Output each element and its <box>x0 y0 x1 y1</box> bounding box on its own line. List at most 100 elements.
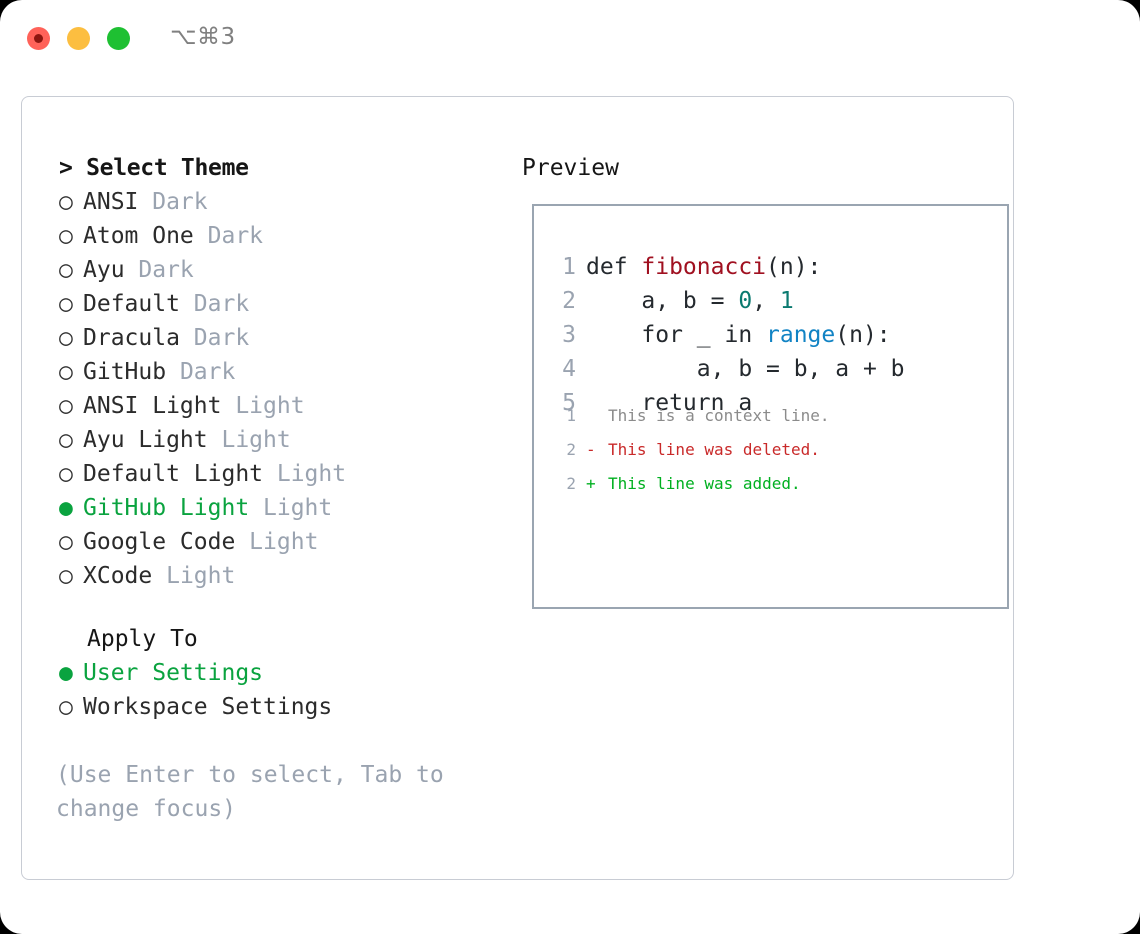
apply-to-option-label: Workspace Settings <box>83 694 333 720</box>
theme-option-default[interactable]: ○ Default Dark <box>59 287 489 321</box>
theme-option-ansi[interactable]: ○ ANSI Dark <box>59 185 489 219</box>
theme-variant-label: Dark <box>124 257 194 283</box>
theme-option-ansi-light[interactable]: ○ ANSI Light Light <box>59 389 489 423</box>
line-number: 2 <box>566 440 576 459</box>
theme-variant-label: Light <box>152 563 236 589</box>
close-button[interactable] <box>27 27 50 50</box>
theme-name: XCode <box>83 563 153 589</box>
code-token: a, b = <box>586 288 739 314</box>
code-token: (n): <box>766 254 822 280</box>
theme-variant-label: Light <box>207 427 291 453</box>
line-number: 2 <box>566 474 576 493</box>
line-number: 5 <box>562 390 576 416</box>
theme-option-default-light[interactable]: ○ Default Light Light <box>59 457 489 491</box>
theme-option-github[interactable]: ○ GitHub Dark <box>59 355 489 389</box>
theme-option-atom-one[interactable]: ○Atom One Dark <box>59 219 489 253</box>
maximize-button[interactable] <box>107 27 130 50</box>
keyboard-hint: (Use Enter to select, Tab to change focu… <box>56 762 444 822</box>
code-token: 0 <box>738 288 753 314</box>
line-number: 1 <box>562 254 576 280</box>
line-number: 4 <box>562 356 576 382</box>
code-token: fibonacci <box>641 254 767 280</box>
diff-line-ctx: 1 This is a context line. <box>552 406 830 440</box>
theme-option-github-light[interactable]: ● GitHub Light Light <box>59 491 489 525</box>
diff-marker: - <box>586 440 596 459</box>
theme-name: ANSI Light <box>83 393 222 419</box>
code-token: (n): <box>835 322 891 348</box>
diff-marker <box>586 406 608 425</box>
code-token: def <box>586 254 642 280</box>
theme-variant-label: Dark <box>138 189 208 215</box>
theme-option-dracula[interactable]: ○Dracula Dark <box>59 321 489 355</box>
keyboard-shortcut-label: ⌥⌘3 <box>170 24 236 50</box>
code-line: 3 for _ in range(n): <box>552 318 905 352</box>
theme-variant-label: Light <box>249 495 333 521</box>
apply-to-group: Apply To ● User Settings ○Workspace Settin… <box>59 622 489 724</box>
theme-list[interactable]: ○ANSI Dark○Atom One Dark○Ayu Dark○Defaul… <box>59 185 489 593</box>
theme-name: Dracula <box>83 325 180 351</box>
diff-text: This line was deleted. <box>608 440 820 459</box>
code-token: 1 <box>779 288 794 314</box>
theme-name: ANSI <box>83 189 139 215</box>
diff-marker: + <box>586 474 596 493</box>
minimize-button[interactable] <box>67 27 90 50</box>
radio-unselected-icon: ○ <box>59 257 73 283</box>
line-number: 1 <box>566 406 576 425</box>
radio-unselected-icon: ○ <box>59 529 73 555</box>
theme-variant-label: Dark <box>179 325 250 351</box>
theme-variant-label: Light <box>263 461 347 487</box>
apply-to-option-user-settings[interactable]: ● User Settings <box>59 656 489 690</box>
theme-name: Default <box>83 291 180 317</box>
code-token: for _ in <box>586 322 767 348</box>
code-token: return a <box>586 390 753 416</box>
radio-selected-icon: ● <box>59 495 73 521</box>
radio-unselected-icon: ○ <box>59 189 73 215</box>
apply-to-options[interactable]: ● User Settings ○Workspace Settings <box>59 656 489 724</box>
diff-text: This is a context line. <box>608 406 830 425</box>
diff-line-del: 2-This line was deleted. <box>552 440 830 474</box>
code-line: 4 a, b = b, a + b <box>552 352 905 386</box>
preview-heading: Preview <box>522 155 619 181</box>
main-card: > Select Theme ○ANSI Dark○Atom One Dark○… <box>21 96 1014 880</box>
theme-name: Google Code <box>83 529 236 555</box>
theme-variant-label: Dark <box>193 223 264 249</box>
radio-unselected-icon: ○ <box>59 223 73 249</box>
select-theme-heading: > Select Theme <box>59 155 249 181</box>
radio-unselected-icon: ○ <box>59 291 73 317</box>
theme-option-ayu-light[interactable]: ○ Ayu Light Light <box>59 423 489 457</box>
theme-option-ayu[interactable]: ○ Ayu Dark <box>59 253 489 287</box>
radio-unselected-icon: ○ <box>59 461 73 487</box>
diff-line-add: 2 + This line was added. <box>552 474 830 508</box>
code-token: range <box>766 322 836 348</box>
theme-variant-label: Light <box>221 393 305 419</box>
theme-option-google-code[interactable]: ○ Google Code Light <box>59 525 489 559</box>
code-line: 1 def fibonacci(n): <box>552 250 905 284</box>
code-line: 5 return a <box>552 386 905 420</box>
theme-name: Ayu <box>83 257 125 283</box>
radio-selected-icon: ● <box>59 660 73 686</box>
radio-unselected-icon: ○ <box>59 359 73 385</box>
title-bar: ⌥⌘3 <box>0 0 1140 78</box>
apply-to-option-workspace-settings[interactable]: ○Workspace Settings <box>59 690 489 724</box>
radio-unselected-icon: ○ <box>59 427 73 453</box>
line-number: 3 <box>562 322 576 348</box>
radio-unselected-icon: ○ <box>59 393 73 419</box>
theme-name: Ayu Light <box>83 427 208 453</box>
code-token: , <box>752 288 780 314</box>
theme-variant-label: Dark <box>166 359 236 385</box>
apply-to-label: Apply To <box>87 626 198 652</box>
theme-variant-label: Light <box>235 529 319 555</box>
apply-to-option-label: User Settings <box>83 660 264 686</box>
code-line: 2 a, b = 0, 1 <box>552 284 905 318</box>
theme-name: Default Light <box>83 461 264 487</box>
diff-text: This line was added. <box>608 474 801 493</box>
theme-variant-label: Dark <box>179 291 250 317</box>
theme-option-xcode[interactable]: ○ XCode Light <box>59 559 489 593</box>
theme-name: GitHub Light <box>83 495 250 521</box>
theme-name: GitHub <box>83 359 167 385</box>
radio-unselected-icon: ○ <box>59 563 73 589</box>
code-token: a, b = b, a + b <box>586 356 905 382</box>
diff-sample: 1 This is a context line.2-This line was… <box>552 406 830 508</box>
